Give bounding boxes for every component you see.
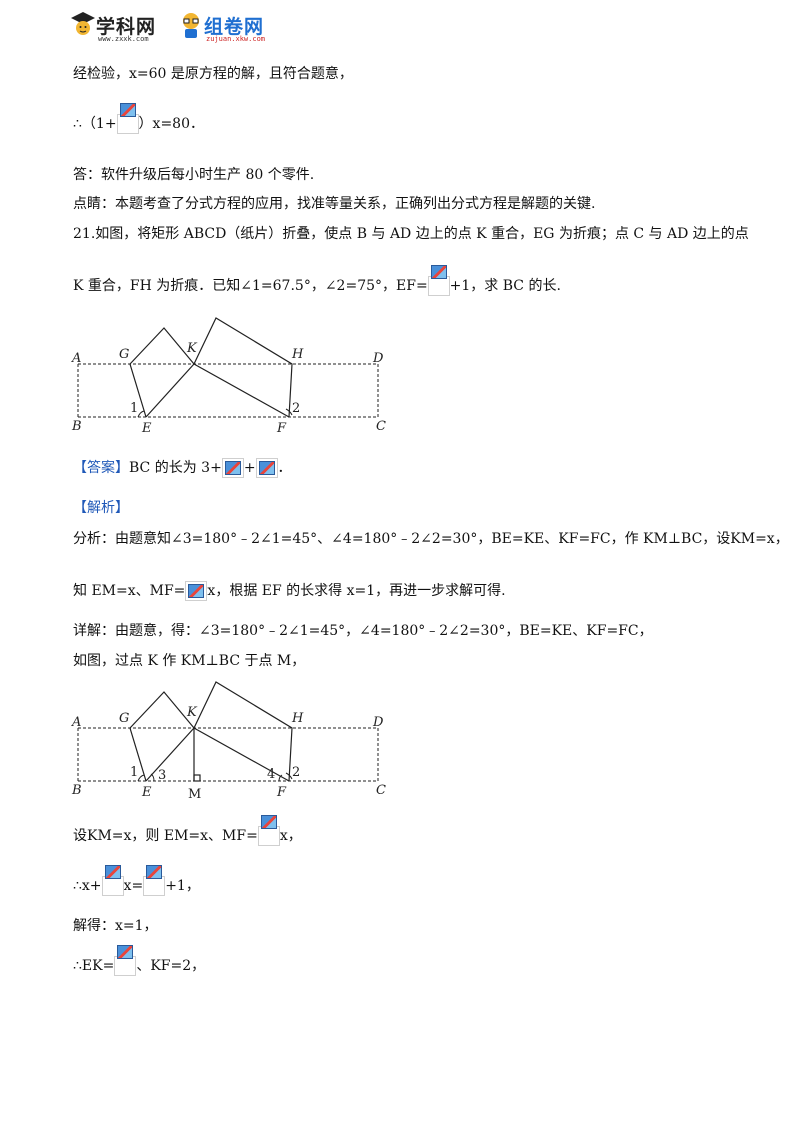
fold-figure-1: A G K H D B E F C 1 2 (71, 317, 386, 436)
label-G: G (119, 711, 129, 726)
formula-image-icon (427, 265, 450, 296)
text-line-1: 经检验，x=60 是原方程的解，且符合题意， (73, 66, 353, 82)
zxxk-logo[interactable]: 学科网 www.zxxk.com (70, 10, 157, 43)
text-segment: 知 EM=x、MF= (73, 583, 186, 599)
text-segment: K 重合，FH 为折痕．已知∠1=67.5°，∠2=75°，EF= (73, 278, 428, 294)
label-angle-1: 1 (130, 765, 138, 780)
formula-image-icon (255, 458, 278, 478)
label-K: K (186, 705, 198, 720)
label-H: H (291, 711, 304, 726)
text-segment: ∴（1+ (73, 116, 117, 132)
formula-image-icon (221, 458, 244, 478)
label-F: F (276, 421, 287, 436)
detail-line-6: ∴EK= 、KF=2， (73, 945, 206, 976)
zujuan-logo[interactable]: 组卷网 zujuan.xkw.com (178, 10, 266, 43)
label-G: G (119, 347, 129, 362)
text-segment: + (243, 460, 256, 476)
text-segment: x， (279, 828, 302, 844)
formula-image-icon (185, 581, 208, 601)
analysis-tag-line: 【解析】 (73, 498, 129, 518)
zujuan-logo-url: zujuan.xkw.com (206, 35, 266, 43)
label-B: B (71, 783, 82, 798)
formula-image-icon (143, 865, 166, 896)
text-segment: ）x=80． (138, 116, 204, 132)
text-segment: ∴EK= (73, 958, 115, 974)
label-A: A (71, 351, 81, 366)
zujuan-logo-text: 组卷网 (204, 15, 265, 38)
formula-image-icon (116, 103, 139, 134)
label-C: C (376, 419, 386, 434)
label-E: E (141, 421, 152, 436)
mascot-icon (183, 13, 199, 38)
label-F: F (276, 785, 287, 800)
analysis-line-1: 分析：由题意知∠3=180°﹣2∠1=45°、∠4=180°﹣2∠2=30°，B… (73, 531, 789, 547)
text-segment: +1，求 BC 的长. (449, 278, 561, 294)
label-H: H (291, 347, 304, 362)
text-line-2: ∴（1+ ）x=80． (73, 103, 204, 134)
text-segment: ∴x+ (73, 878, 102, 894)
header: 学科网 www.zxxk.com 组卷网 zujuan.xkw.com (70, 10, 330, 50)
label-M: M (188, 787, 201, 802)
question-21-line-1: 21.如图，将矩形 ABCD（纸片）折叠，使点 B 与 AD 边上的点 K 重合… (73, 226, 749, 242)
label-A: A (71, 715, 81, 730)
detail-line-4: ∴x+ x= +1， (73, 865, 200, 896)
text-line-4: 点睛：本题考查了分式方程的应用，找准等量关系，正确列出分式方程是解题的关键. (73, 196, 596, 212)
label-D: D (372, 715, 384, 730)
zxxk-logo-text: 学科网 (96, 15, 157, 38)
detail-line-1: 详解：由题意，得：∠3=180°﹣2∠1=45°，∠4=180°﹣2∠2=30°… (73, 623, 653, 639)
detail-line-3: 设KM=x，则 EM=x、MF= x， (73, 815, 302, 846)
analysis-tag: 【解析】 (73, 500, 129, 516)
formula-image-icon (114, 945, 137, 976)
text-segment: 设KM=x，则 EM=x、MF= (73, 828, 258, 844)
analysis-line-2: 知 EM=x、MF= x，根据 EF 的长求得 x=1，再进一步求解可得. (73, 581, 506, 601)
label-angle-3: 3 (158, 768, 166, 783)
label-angle-2: 2 (292, 765, 300, 780)
answer-line: 【答案】BC 的长为 3+ + ． (73, 458, 292, 478)
fold-figure-2: A G K H D B E M F C 1 2 3 4 (71, 681, 386, 802)
label-angle-4: 4 (267, 767, 275, 782)
formula-image-icon (257, 815, 280, 846)
detail-line-5: 解得：x=1， (73, 918, 158, 934)
zxxk-logo-url: www.zxxk.com (98, 35, 149, 43)
formula-image-icon (101, 865, 124, 896)
detail-line-2: 如图，过点 K 作 KM⊥BC 于点 M， (73, 653, 306, 669)
text-segment: x，根据 EF 的长求得 x=1，再进一步求解可得. (207, 583, 506, 599)
label-D: D (372, 351, 384, 366)
label-C: C (376, 783, 386, 798)
label-B: B (71, 419, 82, 434)
text-segment: 、KF=2， (136, 958, 206, 974)
text-segment: x= (123, 878, 144, 894)
label-E: E (141, 785, 152, 800)
text-segment: BC 的长为 3+ (129, 460, 222, 476)
label-angle-2: 2 (292, 401, 300, 416)
text-line-3: 答：软件升级后每小时生产 80 个零件. (73, 167, 315, 183)
answer-tag: 【答案】 (73, 460, 129, 476)
label-angle-1: 1 (130, 401, 138, 416)
text-segment: +1， (165, 878, 200, 894)
label-K: K (186, 341, 198, 356)
scholar-cap-icon (71, 12, 95, 35)
question-21-line-2: K 重合，FH 为折痕．已知∠1=67.5°，∠2=75°，EF= +1，求 BC… (73, 265, 561, 296)
text-segment: ． (277, 460, 292, 476)
